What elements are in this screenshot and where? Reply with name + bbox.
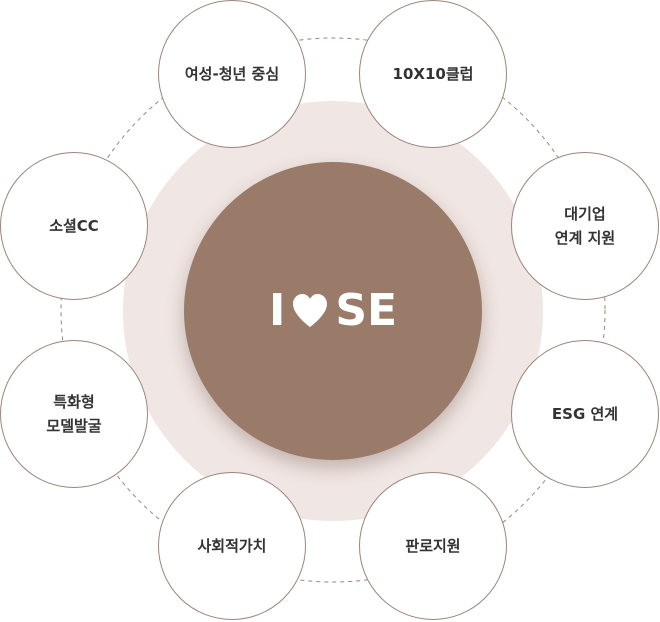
node-esg: ESG 연계 xyxy=(511,340,659,488)
logo: I SE xyxy=(269,289,397,333)
center-logo-circle: I SE xyxy=(184,162,482,460)
node-social-cc: 소셜CC xyxy=(0,152,148,300)
node-women-youth: 여성-청년 중심 xyxy=(158,0,306,148)
heart-icon xyxy=(293,294,328,327)
logo-right-text: SE xyxy=(335,285,398,336)
node-10x10-club: 10X10클럽 xyxy=(359,0,507,148)
logo-left-text: I xyxy=(268,285,286,336)
node-social-value: 사회적가치 xyxy=(158,472,306,620)
node-sales-support: 판로지원 xyxy=(359,472,507,620)
